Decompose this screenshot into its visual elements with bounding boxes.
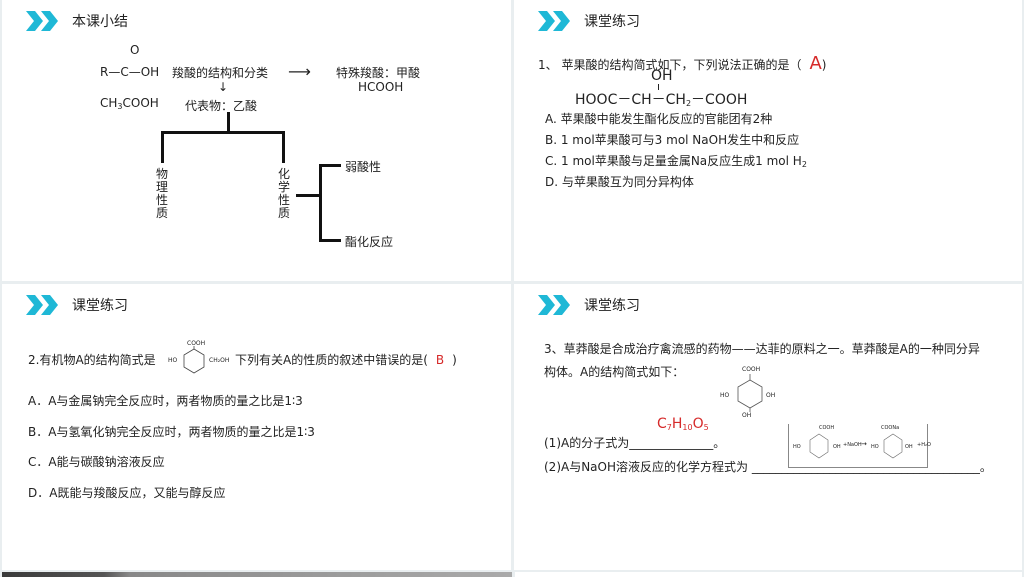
summary-header: 本课小结: [26, 10, 128, 32]
summary-title: 本课小结: [72, 14, 128, 30]
exercise-panel-3: 课堂练习 3、草莽酸是合成治疗禽流感的药物——达菲的原料之一。草莽酸是A的一种同…: [514, 284, 1022, 570]
question-2-suffix: 下列有关A的性质的叙述中错误的是(B): [235, 353, 457, 367]
right-arrow-icon: ⟶: [288, 62, 311, 81]
option-a: A．A与金属钠完全反应时，两者物质的量之比是1∶3: [28, 394, 303, 408]
exercise2-header: 课堂练习: [26, 294, 128, 316]
weak-acidity-label: 弱酸性: [345, 160, 382, 174]
chem-bracket-top: [319, 164, 341, 167]
summary-panel: 本课小结 O R—C—OH CH3COOH 羧酸的结构和分类 ⟶ 特殊羧酸：甲酸…: [2, 0, 511, 281]
carbonyl-o: O: [130, 43, 140, 57]
malic-acid-structure: HOOC－CH－CH2－COOH: [575, 92, 748, 108]
structure-oh: OH: [651, 68, 673, 84]
double-chevron-icon: [538, 295, 572, 315]
general-formula: R—C—OH: [100, 65, 160, 79]
chem-connector: [296, 194, 320, 197]
double-chevron-icon: [26, 295, 60, 315]
acetic-formula: CH3COOH: [100, 96, 159, 111]
bond-line: [658, 84, 659, 90]
down-arrow-icon: ↓: [218, 80, 229, 94]
benzene-structure-diagram: COOH HO CH₂OH: [165, 340, 235, 376]
option-c: C．A能与碳酸钠溶液反应: [28, 455, 165, 469]
answer-2: B: [435, 353, 445, 367]
option-c: C. 1 mol苹果酸与足量金属Na反应生成1 mol H2: [545, 154, 807, 169]
question-1: 1、 苹果酸的结构简式如下，下列说法正确的是（A): [538, 53, 827, 74]
question-3-line1: 3、草莽酸是合成治疗禽流感的药物——达菲的原料之一。草莽酸是A的一种同分异: [544, 342, 980, 356]
next-slide-thumbnail-strip: [2, 572, 512, 577]
question-3-line2: 构体。A的结构简式如下：: [544, 365, 685, 379]
physical-properties-label: 物理性质: [155, 167, 168, 220]
exercise1-title: 课堂练习: [584, 14, 640, 30]
exercise-panel-2: 课堂练习 2.有机物A的结构简式是 COOH HO CH₂OH 下列有关A的性质…: [2, 284, 511, 570]
chem-bracket: [319, 164, 322, 242]
question-2-prefix: 2.有机物A的结构简式是: [28, 353, 156, 367]
reaction-equation-image: COOH HO OH +NaOH → COONa HO OH +H₂O: [788, 424, 931, 468]
sub-question-1: (1)A的分子式为______________。: [544, 436, 726, 450]
exercise2-title: 课堂练习: [72, 298, 128, 314]
topic-label: 羧酸的结构和分类: [172, 66, 269, 80]
double-chevron-icon: [538, 11, 572, 31]
chem-bracket-bottom: [319, 239, 341, 242]
option-b: B．A与氢氧化钠完全反应时，两者物质的量之比是1∶3: [28, 425, 315, 439]
tree-trunk: [227, 112, 230, 132]
reaction-arrow-icon: →: [861, 440, 867, 448]
exercise1-header: 课堂练习: [538, 10, 640, 32]
double-chevron-icon: [26, 11, 60, 31]
answer-1: A: [809, 53, 822, 74]
tree-right-leg: [282, 131, 285, 163]
next-slide-thumbnail-strip-right: [515, 572, 1022, 577]
shikimic-isomer-structure: COOH HO OH OH: [720, 366, 776, 419]
chemical-properties-label: 化学性质: [277, 167, 290, 220]
tree-bar: [161, 131, 285, 134]
special-acid-label: 特殊羧酸：甲酸: [336, 66, 421, 80]
option-d: D．A既能与羧酸反应，又能与醇反应: [28, 486, 226, 500]
exercise-panel-1: 课堂练习 1、 苹果酸的结构简式如下，下列说法正确的是（A) OH HOOC－C…: [514, 0, 1022, 281]
option-d: D. 与苹果酸互为同分异构体: [545, 175, 694, 189]
tree-left-leg: [161, 131, 164, 163]
option-b: B. 1 mol苹果酸可与3 mol NaOH发生中和反应: [545, 133, 800, 147]
option-a: A. 苹果酸中能发生酯化反应的官能团有2种: [545, 112, 773, 126]
representative-label: 代表物：乙酸: [185, 99, 258, 113]
exercise3-header: 课堂练习: [538, 294, 640, 316]
special-acid-formula: HCOOH: [358, 80, 404, 94]
exercise3-title: 课堂练习: [584, 298, 640, 314]
answer-molecular-formula: C7H10O5: [657, 416, 709, 432]
esterification-label: 酯化反应: [345, 235, 394, 249]
